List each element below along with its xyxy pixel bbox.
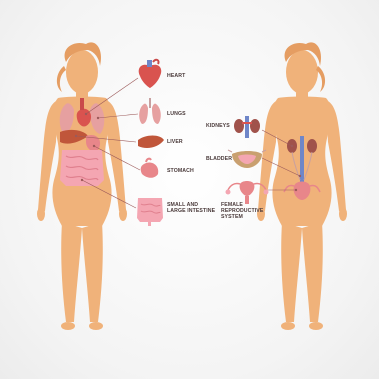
liver-label: LIVER <box>167 139 183 145</box>
intestine-icon <box>137 198 163 226</box>
reproductive-label: FEMALE REPRODUCTIVE SYSTEM <box>221 202 263 221</box>
bladder-label: BLADDER <box>206 156 232 162</box>
lungs-icon <box>139 98 161 124</box>
left-female-body <box>37 42 127 330</box>
kidney-right-in-body <box>307 139 317 153</box>
kidneys-icon <box>234 116 260 138</box>
kidneys-label: KIDNEYS <box>206 123 230 129</box>
stomach-label: STOMACH <box>167 168 194 174</box>
stomach-icon <box>141 159 159 178</box>
lungs-label: LUNGS <box>167 111 186 117</box>
intestine-label: SMALL AND LARGE INTESTINE <box>167 202 215 214</box>
liver-icon <box>138 136 164 149</box>
heart-icon <box>139 60 162 88</box>
bladder-icon <box>228 150 266 168</box>
heart-label: HEART <box>167 73 185 79</box>
